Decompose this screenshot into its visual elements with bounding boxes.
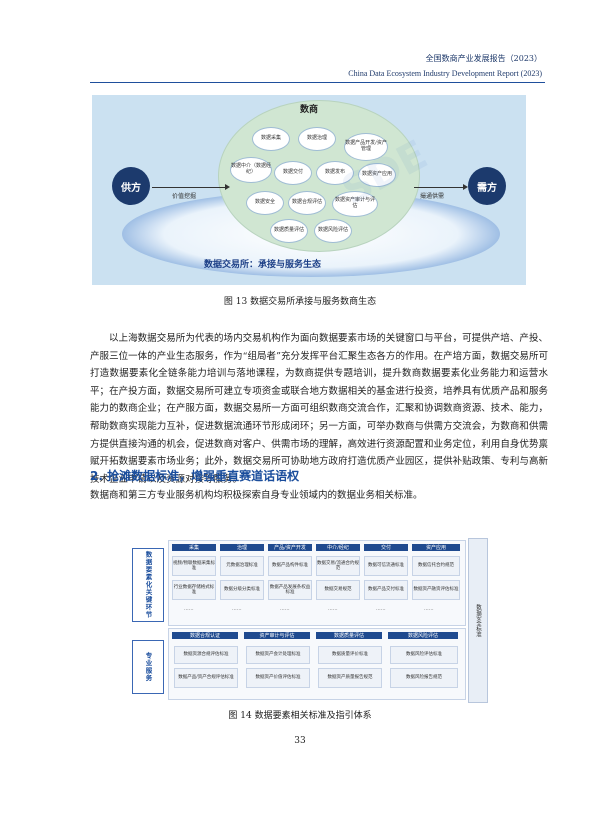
top-header-collection: 采集 [172, 544, 216, 551]
header-title-cn: 全国数商产业发展报告（2023） [425, 54, 542, 63]
professional-services-label-box: 专业服务 [132, 640, 164, 694]
node-data-governance: 数据治理 [298, 127, 336, 151]
bottom-header-compliance: 数据合规认证 [172, 632, 238, 639]
node-risk-assessment: 数据风险评估 [314, 219, 352, 243]
more-dots: ...... [328, 606, 338, 612]
bottom-header-risk: 数据风险评估 [388, 632, 458, 639]
bottom-cell: 数据资源合规评估标准 [174, 646, 238, 664]
value-mining-label: 价值挖掘 [172, 193, 197, 200]
header-rule [90, 82, 545, 83]
bottom-cell: 数据产品/资产合规评估标准 [174, 668, 238, 688]
professional-services-label: 专业服务 [144, 652, 152, 682]
figure13-caption: 图 13 数据交易所承接与服务数商生态 [223, 297, 377, 307]
node-data-delivery: 数据交付 [274, 161, 312, 185]
security-standard-bar: 数据安全标准 [468, 538, 488, 703]
more-dots: ...... [184, 606, 194, 612]
header-title-en: China Data Ecosystem Industry Developmen… [348, 69, 542, 78]
supply-arrow [152, 184, 230, 190]
bottom-cell: 数据资产会计处理标准 [246, 646, 310, 664]
data-merchant-title: 数商 [300, 105, 319, 115]
section-subtext: 数据商和第三方专业服务机构均积极探索自身专业领域内的数据业务相关标准。 [90, 490, 423, 501]
security-standard-label: 数据安全标准 [475, 604, 481, 637]
more-dots: ...... [376, 606, 386, 612]
node-asset-audit: 数据资产审计与评估 [332, 191, 378, 217]
bottom-header-quality: 数据质量评估 [316, 632, 382, 639]
more-dots: ...... [424, 606, 434, 612]
key-links-label: 数据要素化关键环节 [144, 551, 152, 619]
top-header-governance: 治理 [220, 544, 264, 551]
supply-circle: 供方 [112, 167, 150, 205]
figure14-caption: 图 14 数据要素相关标准及指引体系 [228, 711, 372, 721]
figure-13: 数据交易所：承接与服务生态 数商 数据采集 数据治理 数据产品开发/资产管理 数… [92, 95, 526, 285]
professional-services-group [168, 628, 466, 700]
top-cell: 元数据治理标准 [220, 556, 264, 576]
body-paragraph: 以上海数据交易所为代表的场内交易机构作为面向数据要素市场的关键窗口与平台，可提供… [90, 333, 548, 485]
figure-14: 数据要素化关键环节 专业服务 数据安全标准 采集 治理 产品/资产开发 中介/经… [132, 538, 488, 703]
bottom-header-audit: 资产审计与评估 [244, 632, 310, 639]
node-quality-assessment: 数据质量评估 [270, 219, 308, 243]
top-cell: 数据产品发展条权益标准 [268, 580, 312, 600]
bottom-cell: 数据风险评估标准 [390, 646, 458, 664]
node-compliance-assessment: 数据合规评估 [288, 191, 326, 215]
section-heading: 2. 抢滩数据标准，增强垂直赛道话语权 [90, 469, 300, 483]
bottom-cell: 数据资产价值评估标准 [246, 668, 310, 688]
more-dots: ...... [280, 606, 290, 612]
top-cell: 数据可信流通标准 [364, 556, 408, 576]
matching-label: 撮通供需 [420, 193, 445, 200]
top-header-product: 产品/资产开发 [268, 544, 312, 551]
top-cell: 数据产品构件标准 [268, 556, 312, 576]
node-data-publishing: 数据发布 [316, 161, 354, 185]
top-cell: 数据信托合约规范 [412, 556, 460, 576]
top-cell: 行业数据存储格式标准 [172, 580, 216, 600]
top-cell: 数据资产融资评估标准 [412, 580, 460, 600]
page-number: 33 [294, 736, 306, 746]
demand-arrow [414, 184, 468, 190]
top-cell: 数据交易规范 [316, 580, 360, 600]
bottom-cell: 数据风险报告规范 [390, 668, 458, 688]
top-header-application: 资产应用 [412, 544, 460, 551]
node-data-security: 数据安全 [246, 191, 284, 215]
top-cell: 数据产品交付标准 [364, 580, 408, 600]
node-data-collection: 数据采集 [252, 127, 290, 151]
top-header-broker: 中介/经纪 [316, 544, 360, 551]
bottom-cell: 数据资产质量报告规范 [318, 668, 382, 688]
exchange-strip-label: 数据交易所：承接与服务生态 [204, 260, 322, 270]
more-dots: ...... [232, 606, 242, 612]
key-links-label-box: 数据要素化关键环节 [132, 548, 164, 622]
top-cell: 数据分级分类标准 [220, 580, 264, 600]
top-header-delivery: 交付 [364, 544, 408, 551]
bottom-cell: 数据质量评价标准 [318, 646, 382, 664]
top-cell: 视频/物联数据采集标准 [172, 556, 216, 576]
node-asset-application: 数据资产应用 [358, 163, 396, 187]
demand-circle: 需方 [468, 167, 506, 205]
top-cell: 数据交易/流通合约规范 [316, 556, 360, 576]
node-data-brokerage: 数据中介（数据经纪） [230, 157, 272, 183]
node-product-development: 数据产品开发/资产管理 [344, 133, 388, 161]
